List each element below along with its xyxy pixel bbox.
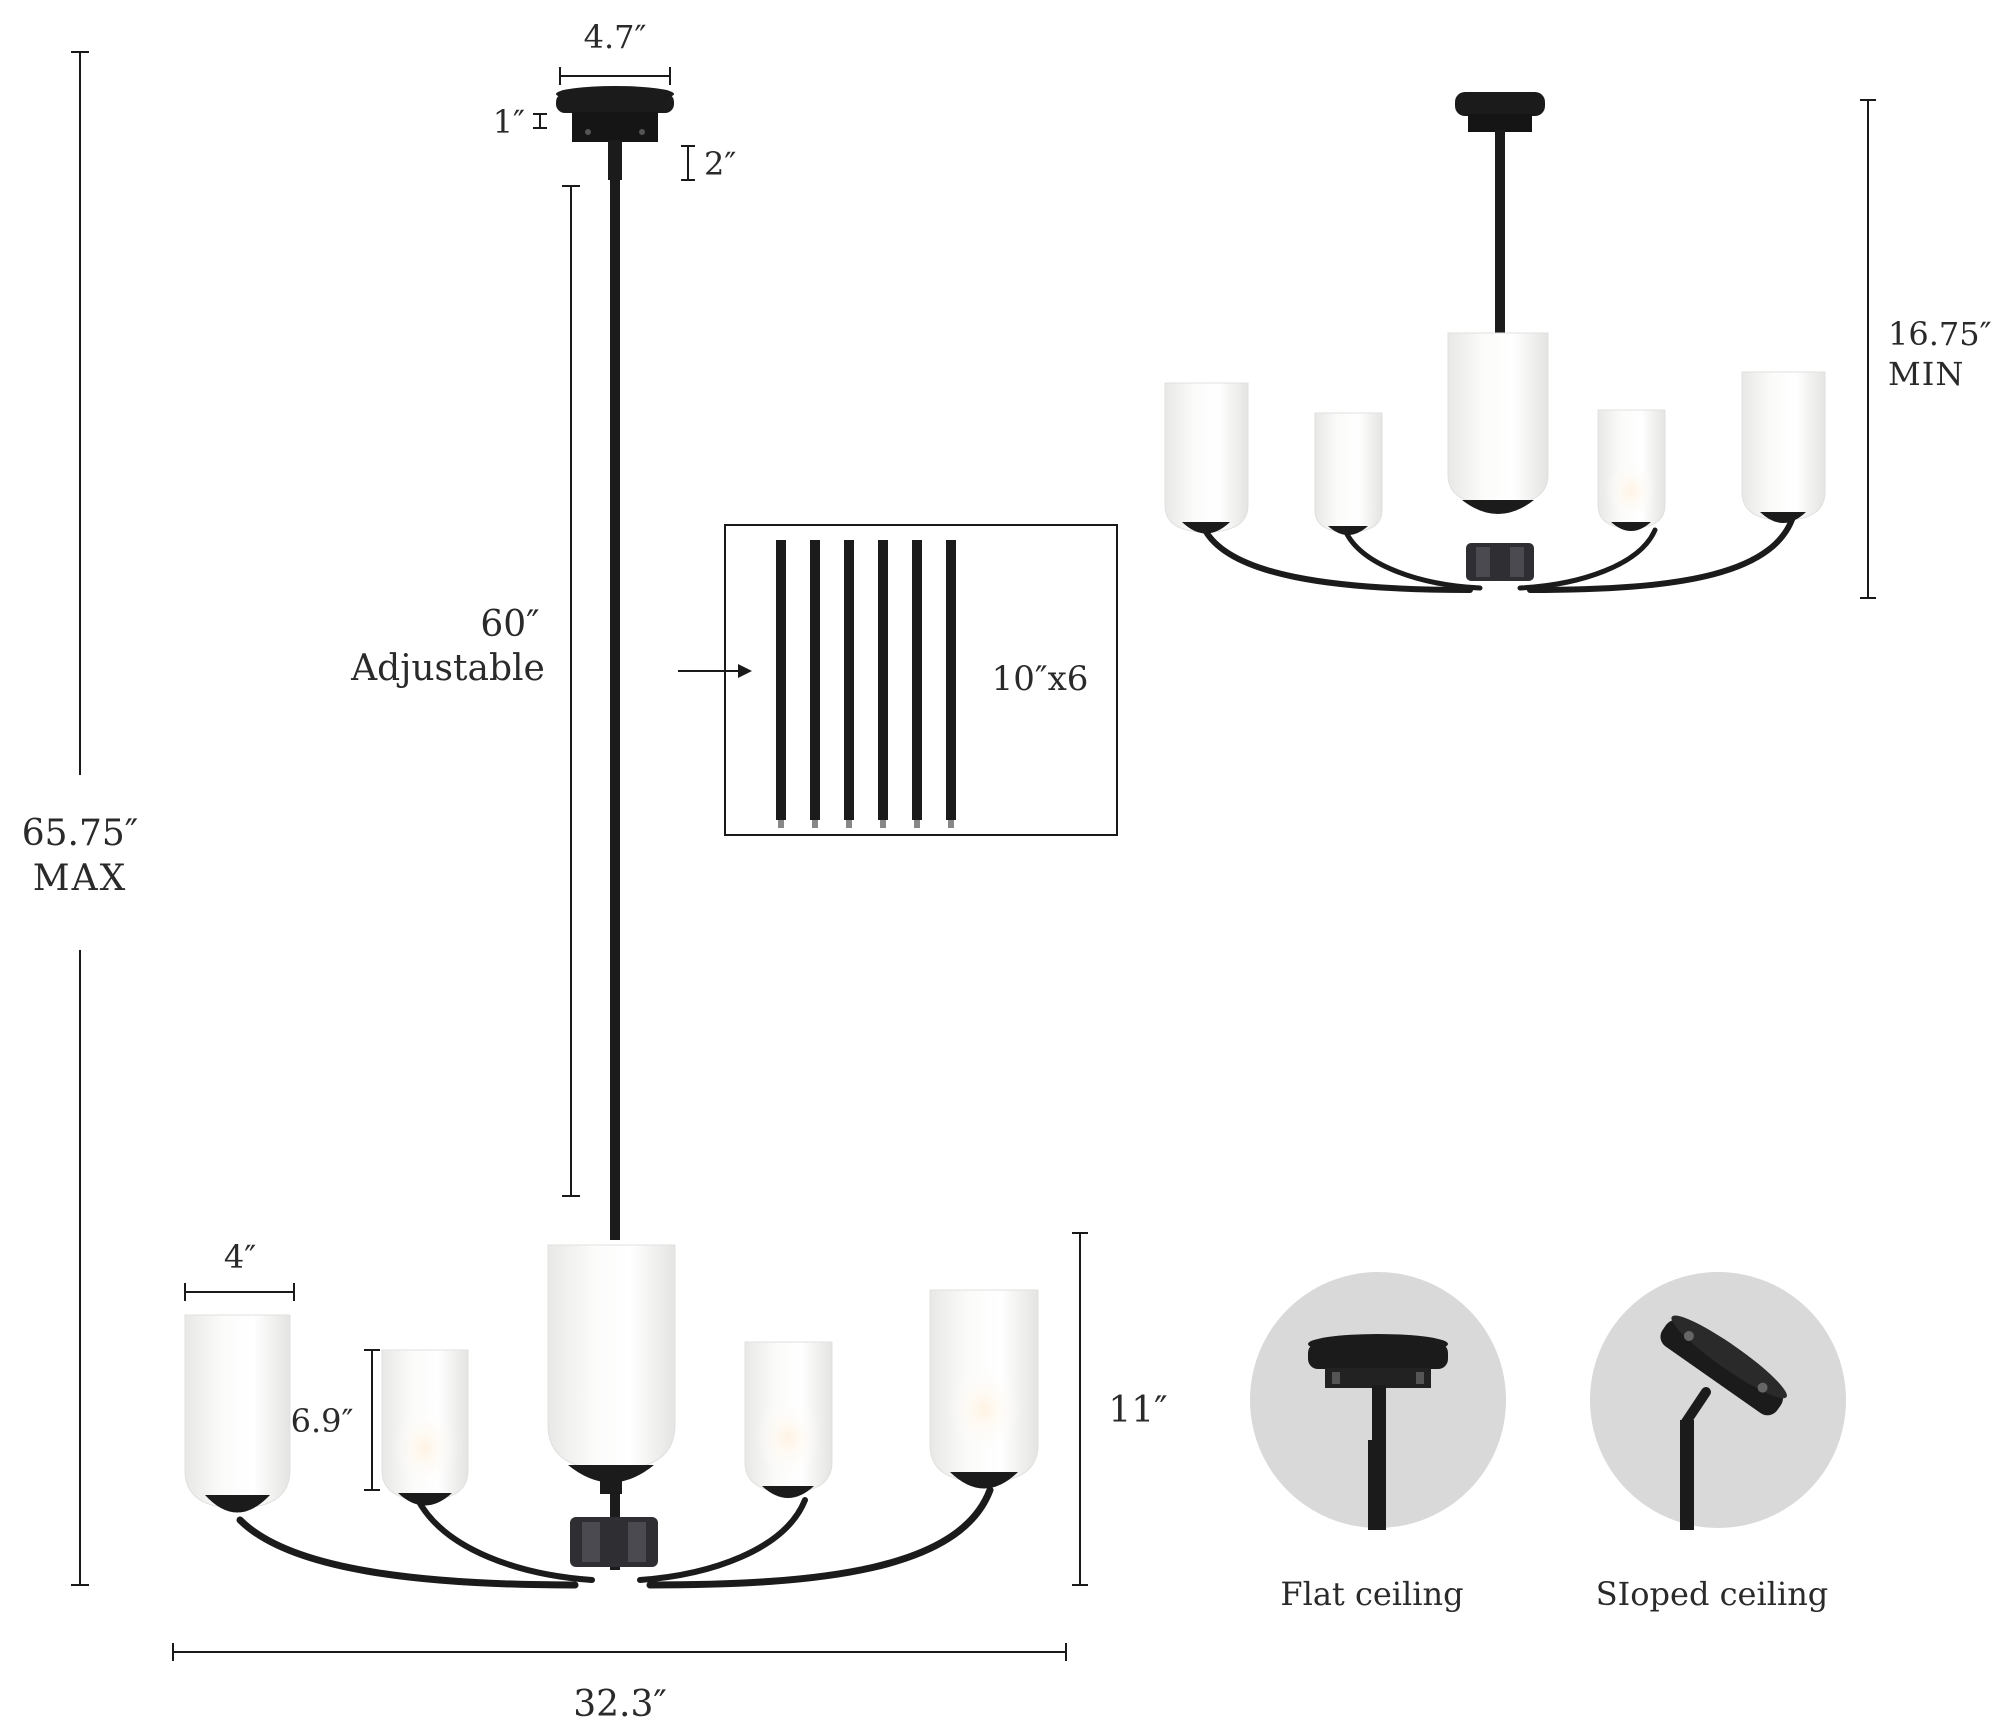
- overall-min-dimension: 16.75″ MIN: [1860, 99, 1992, 599]
- shade-center: [547, 1244, 676, 1494]
- extension-rod-thread: [846, 820, 852, 828]
- body-height-dimension: 11″: [1072, 1232, 1168, 1586]
- extension-rod: [844, 540, 854, 820]
- canopy-width-value: 4.7″: [584, 18, 647, 56]
- shade-left: [381, 1349, 469, 1506]
- extension-rod-thread: [880, 820, 886, 828]
- shade-width-dimension: 4″: [184, 1238, 295, 1301]
- extension-rod: [946, 540, 956, 820]
- rod-length-note: Adjustable: [350, 648, 545, 689]
- body-width-dimension: 32.3″: [172, 1643, 1067, 1725]
- shade-far-left: [184, 1314, 291, 1513]
- rod-set: [776, 540, 956, 828]
- extension-rod-thread: [914, 820, 920, 828]
- shade-far-right: [929, 1289, 1039, 1489]
- shade-height-value: 6.9″: [291, 1402, 354, 1440]
- sloped-ceiling-detail: SIoped ceiling: [1590, 1272, 1846, 1613]
- canopy-stem-value: 2″: [704, 145, 736, 183]
- canopy-height-value: 1″: [493, 103, 525, 141]
- rods-label: 10″x6: [992, 659, 1089, 699]
- extension-rod: [810, 540, 820, 820]
- overall-max-value: 65.75″: [22, 813, 139, 854]
- flat-ceiling-detail: Flat ceiling: [1250, 1272, 1506, 1613]
- sloped-ceiling-label: SIoped ceiling: [1596, 1575, 1829, 1613]
- extension-rod-thread: [778, 820, 784, 828]
- body-width-value: 32.3″: [573, 1684, 667, 1725]
- extension-rods-box: 10″x6: [678, 524, 1118, 836]
- canopy-width-dimension: 4.7″: [559, 18, 671, 85]
- canopy-height-dimension: 1″: [493, 103, 547, 141]
- shade-right: [744, 1341, 833, 1498]
- extension-rod-thread: [812, 820, 818, 828]
- body-height-value: 11″: [1108, 1390, 1167, 1431]
- downrod: [610, 178, 620, 1240]
- overall-min-value: 16.75″: [1888, 315, 1992, 353]
- main-fixture: [184, 86, 1039, 1589]
- overall-max-label: MAX: [33, 858, 128, 899]
- extension-rod: [776, 540, 786, 820]
- rod-length-dimension: 60″ Adjustable: [350, 185, 580, 1197]
- flat-ceiling-label: Flat ceiling: [1280, 1575, 1463, 1613]
- extension-rod: [912, 540, 922, 820]
- overall-min-label: MIN: [1888, 355, 1964, 393]
- canopy-stem-dimension: 2″: [681, 145, 736, 183]
- extension-rod-thread: [948, 820, 954, 828]
- rod-length-value: 60″: [480, 604, 539, 645]
- overall-max-dimension: 65.75″ MAX: [22, 51, 139, 1586]
- shade-height-dimension: 6.9″: [291, 1349, 380, 1491]
- min-height-fixture: [1164, 92, 1826, 593]
- extension-rod: [878, 540, 888, 820]
- shade-width-value: 4″: [224, 1238, 256, 1276]
